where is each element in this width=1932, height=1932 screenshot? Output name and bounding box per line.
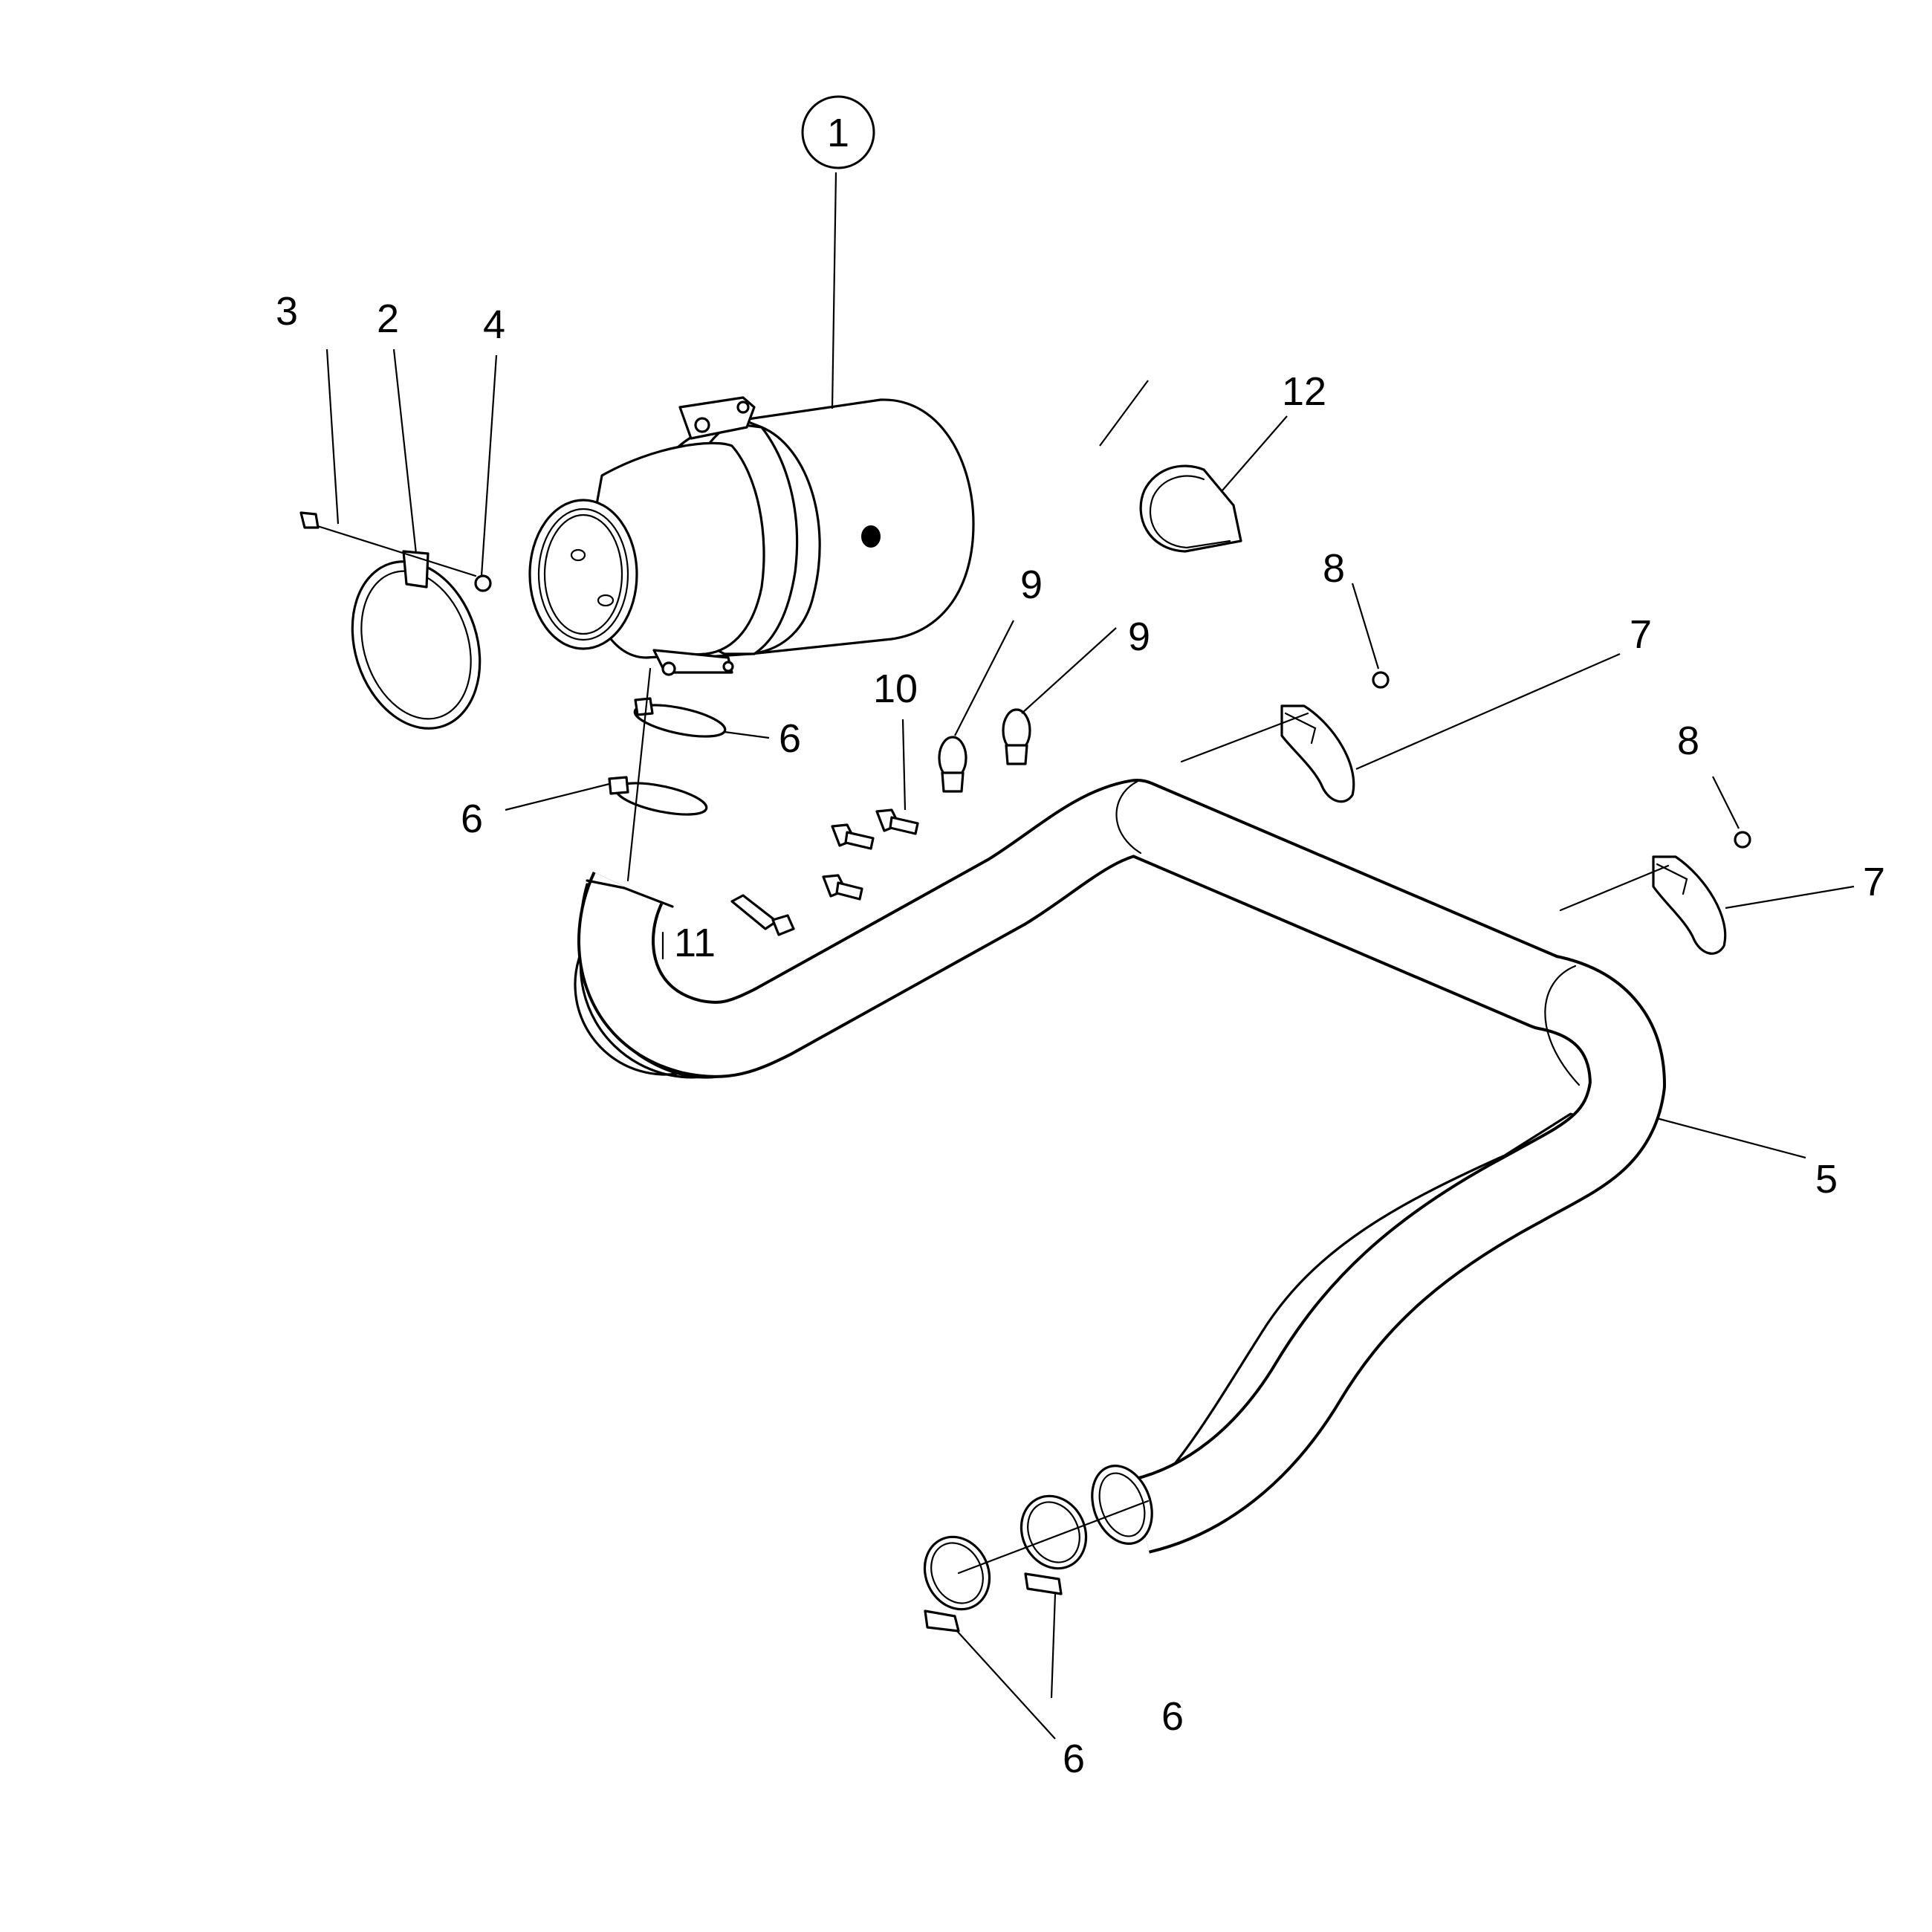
- pipe-hanger-lower[interactable]: [1652, 855, 1727, 955]
- callout-5-label: 5: [1815, 1157, 1838, 1202]
- callout-12-label: 12: [1282, 369, 1326, 414]
- strap-clamp[interactable]: [1139, 464, 1242, 553]
- callout-8b-label: 8: [1677, 719, 1699, 763]
- hose-clamp-lower-1[interactable]: [913, 1526, 1001, 1633]
- callout-2-label: 2: [377, 296, 399, 341]
- callout-10-label: 10: [873, 667, 918, 711]
- cable-clip-right[interactable]: [1002, 708, 1031, 765]
- leader-lines: [325, 172, 1855, 1740]
- sensor-plug[interactable]: [730, 894, 795, 936]
- clamp-nut[interactable]: [474, 574, 492, 592]
- callout-6d-label: 6: [1063, 1737, 1085, 1781]
- callout-1-label: 1: [827, 111, 849, 155]
- hose-clamp-upper-1[interactable]: [632, 697, 727, 743]
- callout-1: 1: [801, 95, 875, 169]
- callout-3-label: 3: [276, 289, 298, 334]
- callout-9b-label: 9: [1128, 615, 1150, 659]
- pipe-hanger-upper[interactable]: [1280, 704, 1355, 803]
- callout-8a-label: 8: [1323, 546, 1345, 591]
- callout-6a-label: 6: [779, 716, 801, 761]
- callout-9a-label: 9: [1020, 563, 1043, 607]
- hanger-bolt-upper[interactable]: [1372, 671, 1390, 689]
- mounting-bolt-3[interactable]: [822, 874, 863, 901]
- callout-7b-label: 7: [1863, 860, 1885, 904]
- exhaust-pipe[interactable]: [574, 779, 1666, 1554]
- callout-6b-label: 6: [461, 797, 483, 841]
- clamp-ring[interactable]: [331, 545, 500, 745]
- muffler-assembly[interactable]: [528, 396, 975, 676]
- hanger-bolt-lower[interactable]: [1734, 831, 1751, 849]
- callout-6c-label: 6: [1161, 1694, 1184, 1739]
- callout-11-label: 11: [674, 921, 716, 965]
- mounting-bolt-2[interactable]: [831, 823, 875, 850]
- hose-clamp-upper-2[interactable]: [608, 776, 709, 820]
- mounting-bolt-1[interactable]: [875, 808, 919, 835]
- clamp-bolt[interactable]: [299, 511, 477, 577]
- callout-4-label: 4: [483, 302, 505, 347]
- hose-clamp-lower-2[interactable]: [1010, 1485, 1098, 1595]
- callout-7a-label: 7: [1630, 612, 1652, 657]
- cable-clip-left[interactable]: [938, 736, 967, 793]
